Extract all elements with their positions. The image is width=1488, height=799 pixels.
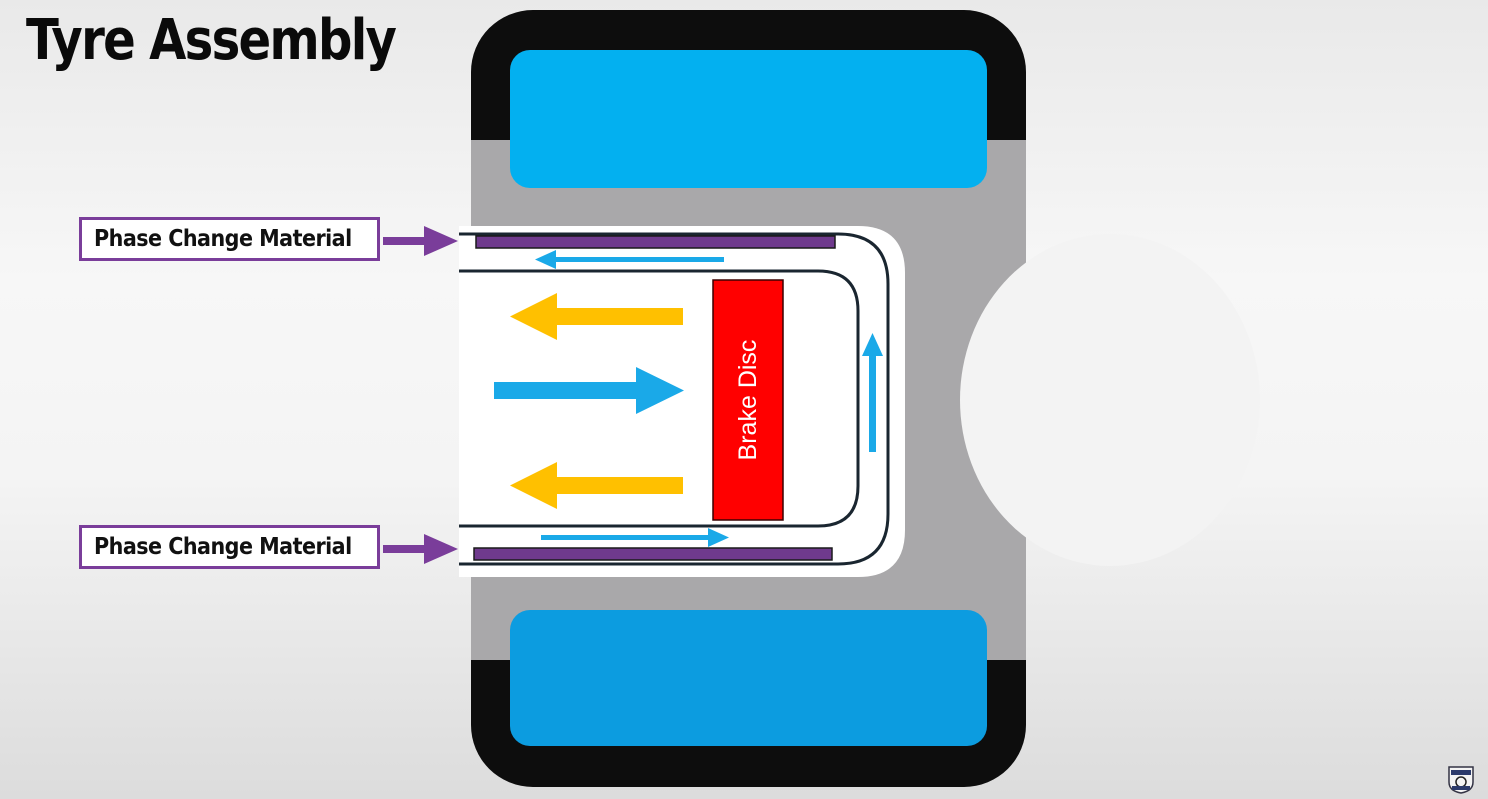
- inner-duct-outline: [459, 269, 860, 528]
- phase-change-pointer-arrow-top: [383, 226, 458, 256]
- wheel-cavity: [459, 226, 905, 577]
- brake-disc-label: Brake Disc: [734, 340, 762, 461]
- pcm-label-top-text: Phase Change Material: [94, 226, 352, 252]
- channel-logo-icon: [1448, 766, 1474, 794]
- airflow-arrow-up: [862, 333, 883, 452]
- outer-duct-outline: [459, 232, 890, 566]
- pcm-strip-bottom: [473, 547, 833, 561]
- phase-change-pointer-arrow-bottom: [383, 534, 458, 564]
- tyre-tread-top: [510, 50, 987, 188]
- brake-disc: [712, 279, 784, 521]
- tyre-tread-bottom: [510, 610, 987, 746]
- airflow-arrow-bottom-right: [541, 528, 729, 547]
- hot-air-arrow-upper: [510, 293, 683, 340]
- hot-air-arrow-lower: [510, 462, 683, 509]
- hub-cutout: [960, 234, 1260, 566]
- page-title: Tyre Assembly: [26, 8, 397, 73]
- cool-air-arrow: [494, 367, 684, 414]
- pcm-strip-top: [475, 235, 836, 249]
- airflow-arrow-top-left: [535, 250, 724, 269]
- pcm-label-top: Phase Change Material: [79, 217, 380, 261]
- pcm-label-bottom: Phase Change Material: [79, 525, 380, 569]
- pcm-label-bottom-text: Phase Change Material: [94, 534, 352, 560]
